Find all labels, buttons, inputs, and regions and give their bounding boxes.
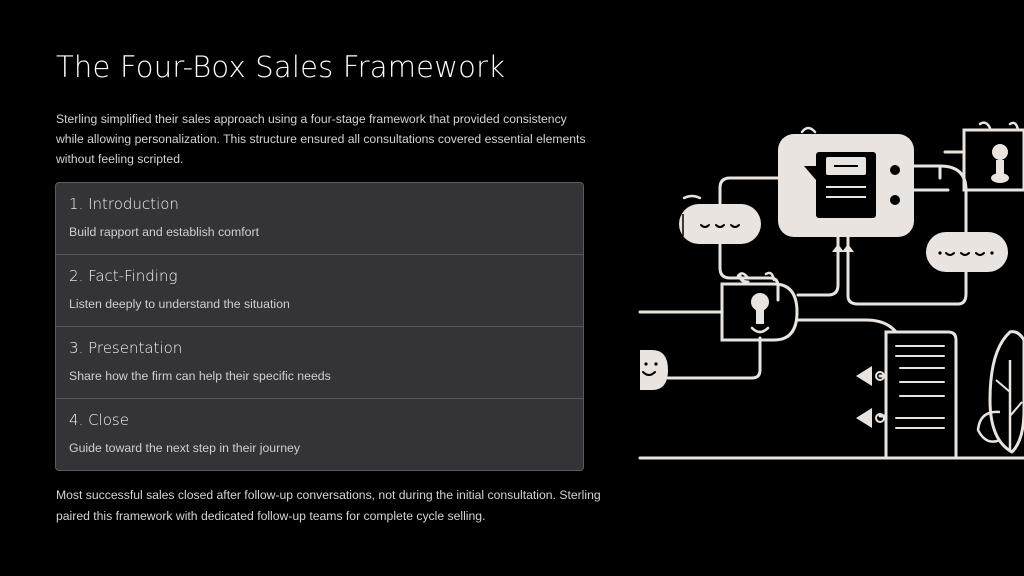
intro-paragraph: Sterling simplified their sales approach…: [56, 112, 586, 166]
slide-title: The Four-Box Sales Framework: [56, 50, 506, 84]
step-description: Guide toward the next step in their jour…: [69, 441, 301, 455]
framework-step-introduction: 1. Introduction Build rapport and establ…: [56, 183, 583, 255]
step-title: 2. Fact-Finding: [69, 267, 178, 285]
framework-step-close: 4. Close Guide toward the next step in t…: [56, 399, 583, 470]
framework-step-fact-finding: 2. Fact-Finding Listen deeply to underst…: [56, 255, 583, 327]
step-description: Listen deeply to understand the situatio…: [69, 297, 290, 311]
step-description: Build rapport and establish comfort: [69, 225, 260, 239]
outro-paragraph: Most successful sales closed after follo…: [56, 488, 601, 523]
step-description: Share how the firm can help their specif…: [69, 369, 331, 383]
workflow-network-illustration: [638, 121, 1024, 460]
framework-box: 1. Introduction Build rapport and establ…: [55, 182, 584, 471]
step-title: 4. Close: [69, 411, 129, 429]
step-title: 3. Presentation: [69, 339, 183, 357]
framework-step-presentation: 3. Presentation Share how the firm can h…: [56, 327, 583, 399]
step-title: 1. Introduction: [69, 195, 179, 213]
